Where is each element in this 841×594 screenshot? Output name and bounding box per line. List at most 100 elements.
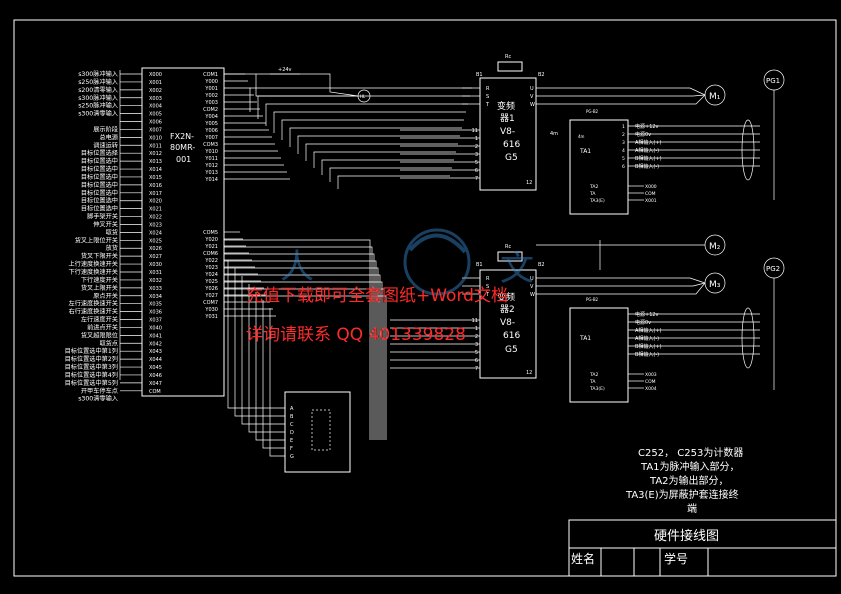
plc-model-line-3: 001	[176, 155, 191, 164]
plc-output-y011: Y011	[204, 156, 218, 162]
inverter-2-title-4: 616	[503, 331, 520, 341]
input-label-26: 下行速度开关	[81, 276, 118, 284]
display-wire	[248, 284, 285, 433]
inverter2-terminal-3: 3	[475, 342, 478, 348]
input-label-41: s300清零输入	[78, 395, 118, 403]
inverter-1-title-5: G5	[505, 153, 518, 163]
inverter-2-b1: B1	[476, 262, 483, 268]
inverter1-signal-wire	[265, 103, 468, 126]
plc-input-com: COM	[149, 389, 161, 395]
plc-input-x044: X044	[149, 357, 162, 363]
plc-block	[141, 67, 225, 397]
plc-input-x016: X016	[149, 183, 162, 189]
plc-output-y021: Y021	[204, 244, 218, 250]
plc-input-x046: X046	[149, 373, 162, 379]
plc-input-x027: X027	[149, 254, 162, 260]
output-bus-wire	[224, 260, 377, 440]
inverter2-top-s: S	[486, 284, 489, 290]
encoder1-num-0: 1	[622, 124, 625, 130]
input-label-20: 取货	[106, 228, 118, 236]
watermark-line-1: 充值下载即可全套图纸+Word文档	[246, 286, 508, 306]
output-bus-wire	[224, 239, 371, 440]
plc-input-x011: X011	[149, 143, 162, 149]
encoder2-signal-5: B相输入(-)	[635, 351, 659, 358]
plc-output-y024: Y024	[204, 272, 218, 278]
inverter1-top-s: S	[486, 94, 489, 100]
plc-output-y030: Y030	[204, 307, 218, 313]
plc-output-com2: COM2	[203, 107, 218, 113]
plc-input-x005: X005	[149, 112, 162, 118]
plc-input-x040: X040	[149, 325, 162, 331]
encoder1-signal-3: A相输入(-)	[635, 147, 659, 154]
plc-output-y000: Y000	[204, 79, 218, 85]
motor1-wire	[536, 94, 706, 97]
plc-input-x015: X015	[149, 175, 162, 181]
watermark-line-2: 详询请联系 QQ 401339828	[246, 325, 466, 345]
input-label-16: 目标位置选中	[81, 197, 118, 205]
plc-input-x036: X036	[149, 310, 162, 316]
motor1-wire	[536, 94, 706, 105]
encoder1-signal-5: B相输入(-)	[635, 163, 659, 170]
input-label-11: 目标位置选中	[81, 157, 118, 165]
plc-input-x045: X045	[149, 365, 162, 371]
motor-2-label: M₂	[709, 242, 721, 252]
input-label-17: 目标位置选中	[81, 205, 118, 213]
plc-model-line-1: FX2N-	[170, 132, 194, 141]
inverter-2-title-3: V8-	[500, 318, 515, 328]
inverter2-terminal-12: 12	[526, 370, 532, 376]
input-label-28: 原点开关	[93, 292, 118, 300]
plc-output-y012: Y012	[204, 163, 218, 169]
output-bus-wire	[224, 281, 383, 440]
display-seg-b: B	[290, 414, 294, 420]
input-label-40: 开甲车停车点	[81, 387, 118, 395]
seven-segment-display	[284, 391, 351, 473]
inverter-1-b2: B2	[538, 72, 545, 78]
motor-3	[704, 272, 726, 294]
svg-text:文: 文	[500, 249, 534, 289]
encoder1-signal-1: 电源0v	[635, 131, 651, 138]
plc-input-x037: X037	[149, 318, 162, 324]
encoder2-signal-3: A相输入(-)	[635, 335, 659, 342]
input-label-21: 货叉上限位开关	[75, 236, 118, 244]
input-label-12: 目标位置选中	[81, 165, 118, 173]
inverter1-terminal-11: 11	[472, 128, 478, 134]
plc-input-x003: X003	[149, 96, 162, 102]
inverter1-top-t: T	[485, 102, 490, 108]
inverter2-out-v: V	[530, 284, 534, 290]
inverter-1-title-4: 616	[503, 140, 520, 150]
plc-output-com7: COM7	[203, 300, 218, 306]
plc-input-x004: X004	[149, 104, 162, 110]
plc-output-y002: Y002	[204, 93, 218, 99]
plc-input-x043: X043	[149, 349, 162, 355]
indicator-label: HL	[360, 94, 366, 99]
encoder1-out-2: X001	[645, 198, 657, 204]
inverter1-terminal-1: 1	[475, 136, 478, 142]
display-seg-g: G	[290, 454, 294, 460]
encoder1-num-3: 4	[622, 148, 625, 154]
student-id-label: 学号	[664, 551, 688, 566]
encoder1-out-0: X000	[645, 184, 657, 190]
inverter-1-title-3: V8-	[500, 127, 515, 137]
encoder2-signal-0: 电源+12v	[635, 311, 659, 318]
input-label-37: 目标位置选中第3列	[65, 363, 118, 371]
plc-input-x041: X041	[149, 333, 162, 339]
note-line-5: 端	[687, 502, 697, 515]
input-label-22: 放货	[106, 244, 118, 252]
plc-output-y023: Y023	[204, 265, 218, 271]
plc-output-com6: COM6	[203, 251, 218, 257]
plc-input-x007: X007	[149, 127, 162, 133]
input-label-7: 展示阶段	[93, 125, 118, 133]
motor1-wire	[536, 87, 706, 96]
plc-input-x021: X021	[149, 207, 162, 213]
inverter1-signal-wire	[305, 143, 458, 161]
inverter1-signal-wire	[337, 175, 450, 189]
inverter1-terminal-5: 5	[475, 160, 478, 166]
display-wire	[262, 300, 285, 449]
inverter-1-title-2: 器1	[500, 113, 515, 124]
inverter-2-b2: B2	[538, 262, 545, 268]
encoder1-tb-0: TA2	[589, 184, 598, 190]
inverter1-signal-wire	[297, 135, 460, 154]
encoder-module-1	[569, 119, 629, 215]
inverter1-out-u: U	[530, 86, 534, 92]
